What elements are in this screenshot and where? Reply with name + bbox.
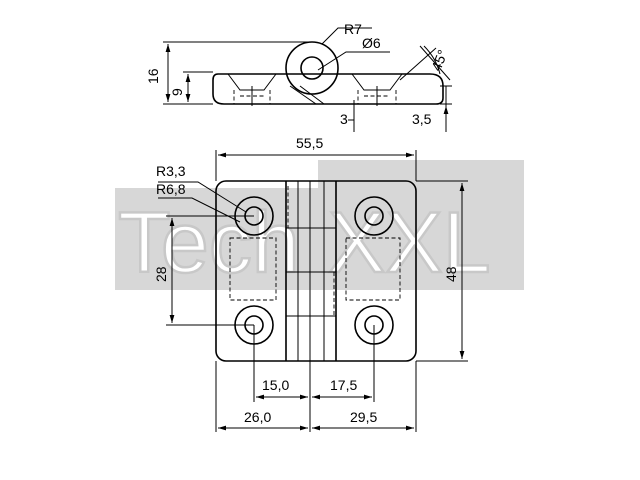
pin-hole [300, 56, 324, 80]
watermark-text-right: XXL [328, 195, 491, 291]
dim-hole-spacing: 28 [153, 266, 169, 282]
watermark: Tech XXL [115, 160, 524, 292]
watermark-box-left [115, 188, 325, 290]
front-view: 55,5 R3,3 R6,8 48 28 15,0 17,5 26,0 29,5 [153, 135, 468, 432]
dim-height-total: 16 [145, 68, 161, 84]
dim-radius-large: R6,8 [156, 181, 186, 197]
dim-axis-to-right-edge: 29,5 [350, 409, 377, 425]
side-view: 16 9 R7 Ø6 45° 3 3,5 [145, 21, 452, 132]
dim-width-total: 55,5 [296, 135, 323, 151]
dim-offset-3: 3 [340, 111, 348, 127]
dim-offset-3-5: 3,5 [412, 111, 432, 127]
hole-top-right [354, 196, 394, 236]
dim-radius-small: R3,3 [156, 163, 186, 179]
dim-hole-diameter: Ø6 [362, 35, 381, 51]
dim-height-48: 48 [443, 266, 459, 282]
dim-left-edge-to-axis: 26,0 [244, 409, 271, 425]
dim-radius-top: R7 [344, 21, 362, 37]
watermark-text-left: Tech [118, 195, 300, 291]
knuckle-circle [285, 41, 339, 95]
dim-angle: 45° [428, 47, 451, 73]
dim-axis-to-right-hole: 17,5 [330, 377, 357, 393]
dim-height-leaf: 9 [169, 88, 185, 96]
plate-outline [215, 180, 417, 362]
dim-left-hole-to-axis: 15,0 [262, 377, 289, 393]
